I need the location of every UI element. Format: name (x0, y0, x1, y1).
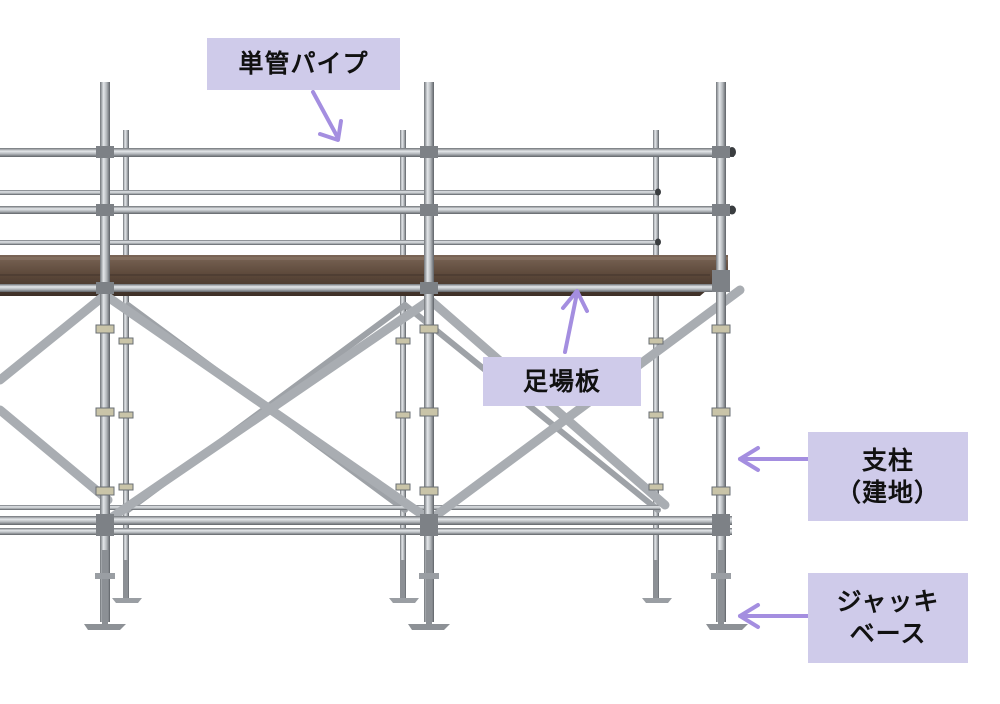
label-jack-base-line1: ジャッキ (836, 587, 940, 616)
label-scaffold-board-text: 足場板 (522, 366, 601, 396)
back-bottom-rail (0, 505, 660, 510)
label-single-pipe-text: 単管パイプ (238, 49, 369, 78)
arrow-scaffold-board (561, 289, 589, 354)
post-collars (95, 324, 731, 496)
back-railings (0, 190, 660, 245)
label-post: 支柱 （建地） (808, 432, 968, 521)
annotation-arrows (311, 90, 810, 629)
back-posts (123, 130, 659, 600)
arrow-post (738, 446, 810, 472)
front-posts (100, 82, 726, 622)
arrow-single-pipe (311, 90, 343, 142)
label-single-pipe: 単管パイプ (207, 38, 400, 90)
label-jack-base: ジャッキ ベース (808, 573, 968, 663)
couplers (96, 146, 730, 536)
label-jack-base-line2: ベース (849, 619, 927, 648)
arrow-jack-base (738, 603, 810, 629)
label-scaffold-board: 足場板 (483, 357, 641, 406)
jack-bases (84, 550, 748, 630)
label-post-line1: 支柱 (861, 445, 914, 475)
label-post-line2: （建地） (835, 477, 940, 507)
